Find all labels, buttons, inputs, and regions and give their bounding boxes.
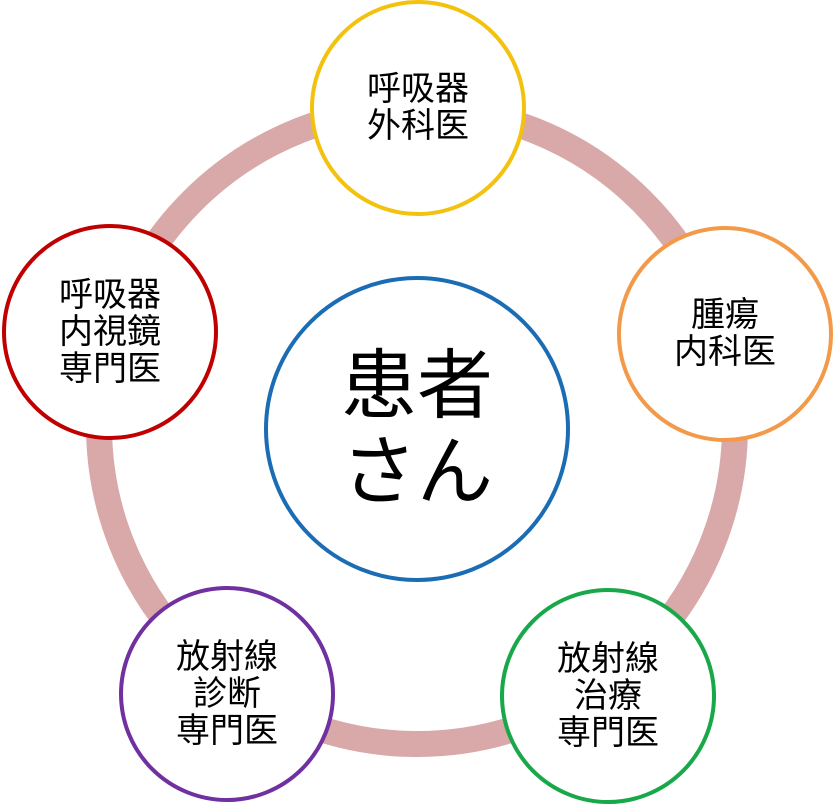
node-label-line-1: 呼吸器 [59,274,161,315]
node-label-line-2: 内科医 [674,332,776,372]
node-radiation-oncologist: 放射線 治療 専門医 [500,588,716,804]
node-label-line-1: 放射線 [176,636,278,677]
center-node-patient: 患者 さん [264,276,570,582]
node-label-line-1: 放射線 [557,638,659,679]
center-label-line-1: 患者 [341,341,493,430]
node-thoracic-surgeon: 呼吸器 外科医 [310,0,526,216]
node-diagnostic-radiologist: 放射線 診断 専門医 [119,586,335,802]
node-label-line-2: 診断 [193,673,261,714]
node-label-line-2: 内視鏡 [59,311,161,352]
node-bronchoscopist: 呼吸器 内視鏡 専門医 [2,224,218,440]
node-label-line-2: 治療 [574,675,642,716]
node-medical-oncologist: 腫瘍 内科医 [617,226,833,442]
node-label-line-3: 専門医 [176,710,278,751]
node-label-line-3: 専門医 [59,348,161,389]
node-label-line-1: 腫瘍 [691,295,759,335]
node-label-line-1: 呼吸器 [367,69,469,109]
center-label-line-2: さん [341,427,493,516]
node-label-line-3: 専門医 [557,712,659,753]
node-label-line-2: 外科医 [367,106,469,146]
